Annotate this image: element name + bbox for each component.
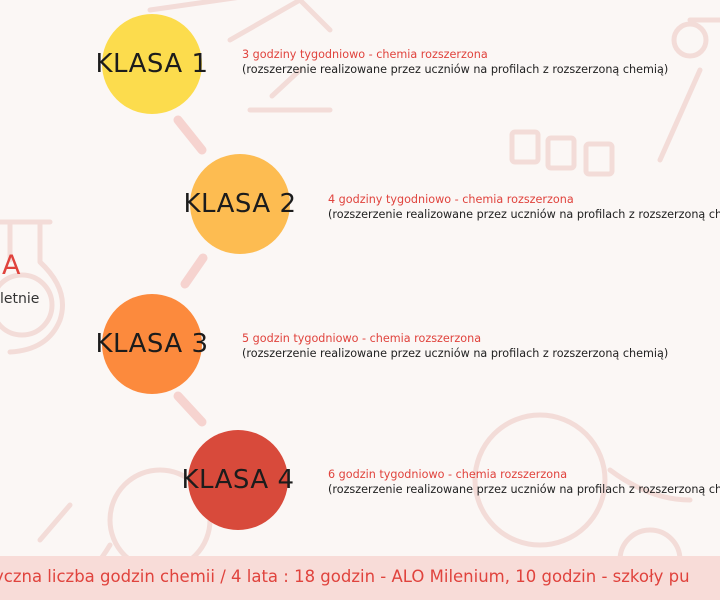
- class-2-label: KLASA 2: [183, 189, 297, 219]
- class-3-label: KLASA 3: [95, 329, 209, 359]
- class-1-description: (rozszerzenie realizowane przez uczniów …: [242, 63, 669, 76]
- class-4-info: 6 godzin tygodniowo - chemia rozszerzona…: [328, 467, 720, 497]
- lab-equipment-icon: [147, 0, 333, 113]
- class-4-hours: 6 godzin tygodniowo - chemia rozszerzona: [328, 468, 568, 481]
- class-2-description: (rozszerzenie realizowane przez uczniów …: [328, 208, 720, 221]
- class-1-info: 3 godziny tygodniowo - chemia rozszerzon…: [242, 47, 668, 77]
- footer-banner: yczna liczba godzin chemii / 4 lata : 18…: [0, 556, 720, 600]
- class-4-circle: KLASA 4: [182, 430, 294, 530]
- class-4-description: (rozszerzenie realizowane przez uczniów …: [328, 483, 720, 496]
- side-title: IA: [0, 250, 21, 281]
- flask-icon: [0, 219, 65, 355]
- class-3-circle: KLASA 3: [96, 294, 208, 394]
- footer-text: yczna liczba godzin chemii / 4 lata : 18…: [0, 567, 690, 586]
- class-3-info: 5 godzin tygodniowo - chemia rozszerzona…: [242, 331, 668, 361]
- side-subtitle: letnie: [0, 291, 40, 307]
- class-1-circle: KLASA 1: [96, 14, 208, 114]
- class-2-circle: KLASA 2: [184, 154, 296, 254]
- class-3-hours: 5 godzin tygodniowo - chemia rozszerzona: [242, 332, 482, 345]
- class-2-info: 4 godziny tygodniowo - chemia rozszerzon…: [328, 192, 720, 222]
- class-1-hours: 3 godziny tygodniowo - chemia rozszerzon…: [242, 48, 488, 61]
- class-4-label: KLASA 4: [181, 465, 295, 495]
- class-3-description: (rozszerzenie realizowane przez uczniów …: [242, 347, 669, 360]
- class-1-label: KLASA 1: [95, 49, 209, 79]
- test-tubes-icon: [509, 17, 720, 177]
- class-2-hours: 4 godziny tygodniowo - chemia rozszerzon…: [328, 193, 574, 206]
